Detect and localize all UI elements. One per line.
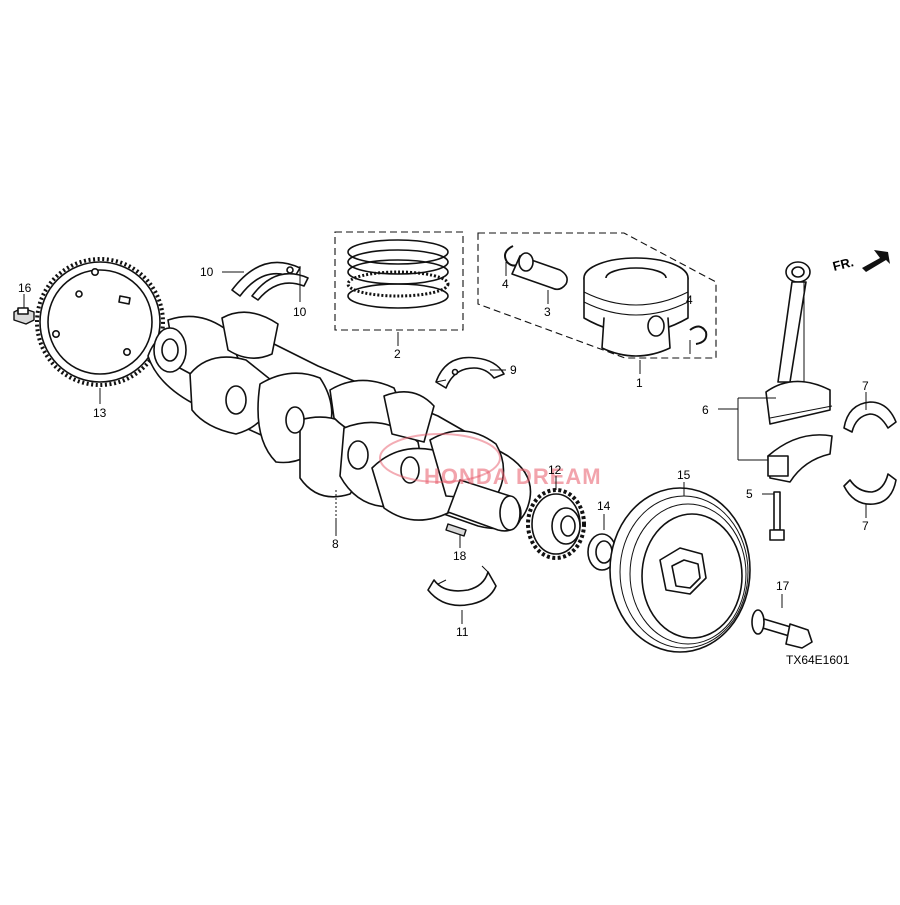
leader-lines: #stage line, #stage [data-name="leader-l… <box>23 262 867 624</box>
callout-9: 9 <box>510 363 517 377</box>
thrust-washer-part-10 <box>231 261 309 301</box>
woodruff-key-part <box>445 523 467 537</box>
callout-7-top: 7 <box>862 379 869 393</box>
piston-ring-set-part <box>334 231 464 331</box>
bearing-shell-part-11 <box>427 565 497 607</box>
callout-labels: 16 13 10 10 2 4 3 1 4 9 8 18 11 12 14 15… <box>18 265 869 667</box>
callout-2: 2 <box>394 347 401 361</box>
rod-bearing-shell-upper <box>843 401 897 433</box>
callout-17: 17 <box>776 579 790 593</box>
callout-10-right: 10 <box>293 305 307 319</box>
callout-4-left: 4 <box>502 277 509 291</box>
bearing-shell-part-9 <box>435 356 505 389</box>
reluctor-ring-part <box>35 257 165 387</box>
callout-13: 13 <box>93 406 107 420</box>
front-label: FR. <box>831 254 855 274</box>
watermark: HONDA DREAM <box>379 433 602 489</box>
callout-14: 14 <box>597 499 611 513</box>
connecting-rod-cap-part <box>767 434 833 483</box>
connecting-rod-bolt-part <box>769 491 785 541</box>
front-direction-arrow: FR. <box>831 250 890 274</box>
callout-12: 12 <box>548 463 562 477</box>
callout-5: 5 <box>746 487 753 501</box>
callout-6: 6 <box>702 403 709 417</box>
watermark-text: HONDA DREAM <box>424 464 602 489</box>
bolt-part-16 <box>13 307 35 325</box>
rod-bearing-shell-lower <box>843 473 897 505</box>
diagram-code: TX64E1601 <box>786 653 850 667</box>
crankshaft-part <box>147 311 532 532</box>
piston-assembly-part <box>477 232 717 359</box>
callout-4-right: 4 <box>686 293 693 307</box>
callout-18: 18 <box>453 549 467 563</box>
pulley-bolt-part <box>751 609 813 649</box>
callout-7-bottom: 7 <box>862 519 869 533</box>
timing-sprocket-part <box>526 488 586 560</box>
callout-11: 11 <box>456 625 469 639</box>
callout-8: 8 <box>332 537 339 551</box>
connecting-rod-part <box>765 261 833 425</box>
callout-16: 16 <box>18 281 32 295</box>
crank-pulley-part <box>609 487 751 653</box>
callout-15: 15 <box>677 468 691 482</box>
callout-10-left: 10 <box>200 265 214 279</box>
callout-1: 1 <box>636 376 643 390</box>
callout-3: 3 <box>544 305 551 319</box>
